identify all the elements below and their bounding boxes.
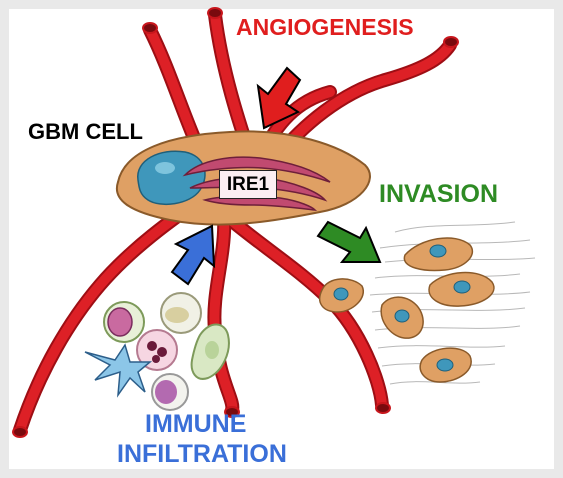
nucleus-icon [137, 150, 206, 206]
invading-cells-icon [318, 221, 536, 385]
angiogenesis-label: ANGIOGENESIS [236, 14, 414, 40]
angiogenesis-arrow [256, 66, 302, 130]
ire1-label: IRE1 [219, 170, 277, 199]
immune-cells-icon [84, 292, 230, 411]
immune-arrow [170, 224, 216, 286]
gbm-cell-label: GBM CELL [28, 119, 143, 144]
immune-label: IMMUNE [145, 410, 247, 438]
invasion-arrow [316, 220, 382, 263]
infiltration-label: INFILTRATION [117, 440, 287, 468]
invasion-label: INVASION [379, 180, 498, 208]
dendritic-cell-icon [84, 343, 153, 398]
arrow-icon [170, 66, 382, 286]
endoplasmic-reticulum-icon [182, 156, 331, 211]
